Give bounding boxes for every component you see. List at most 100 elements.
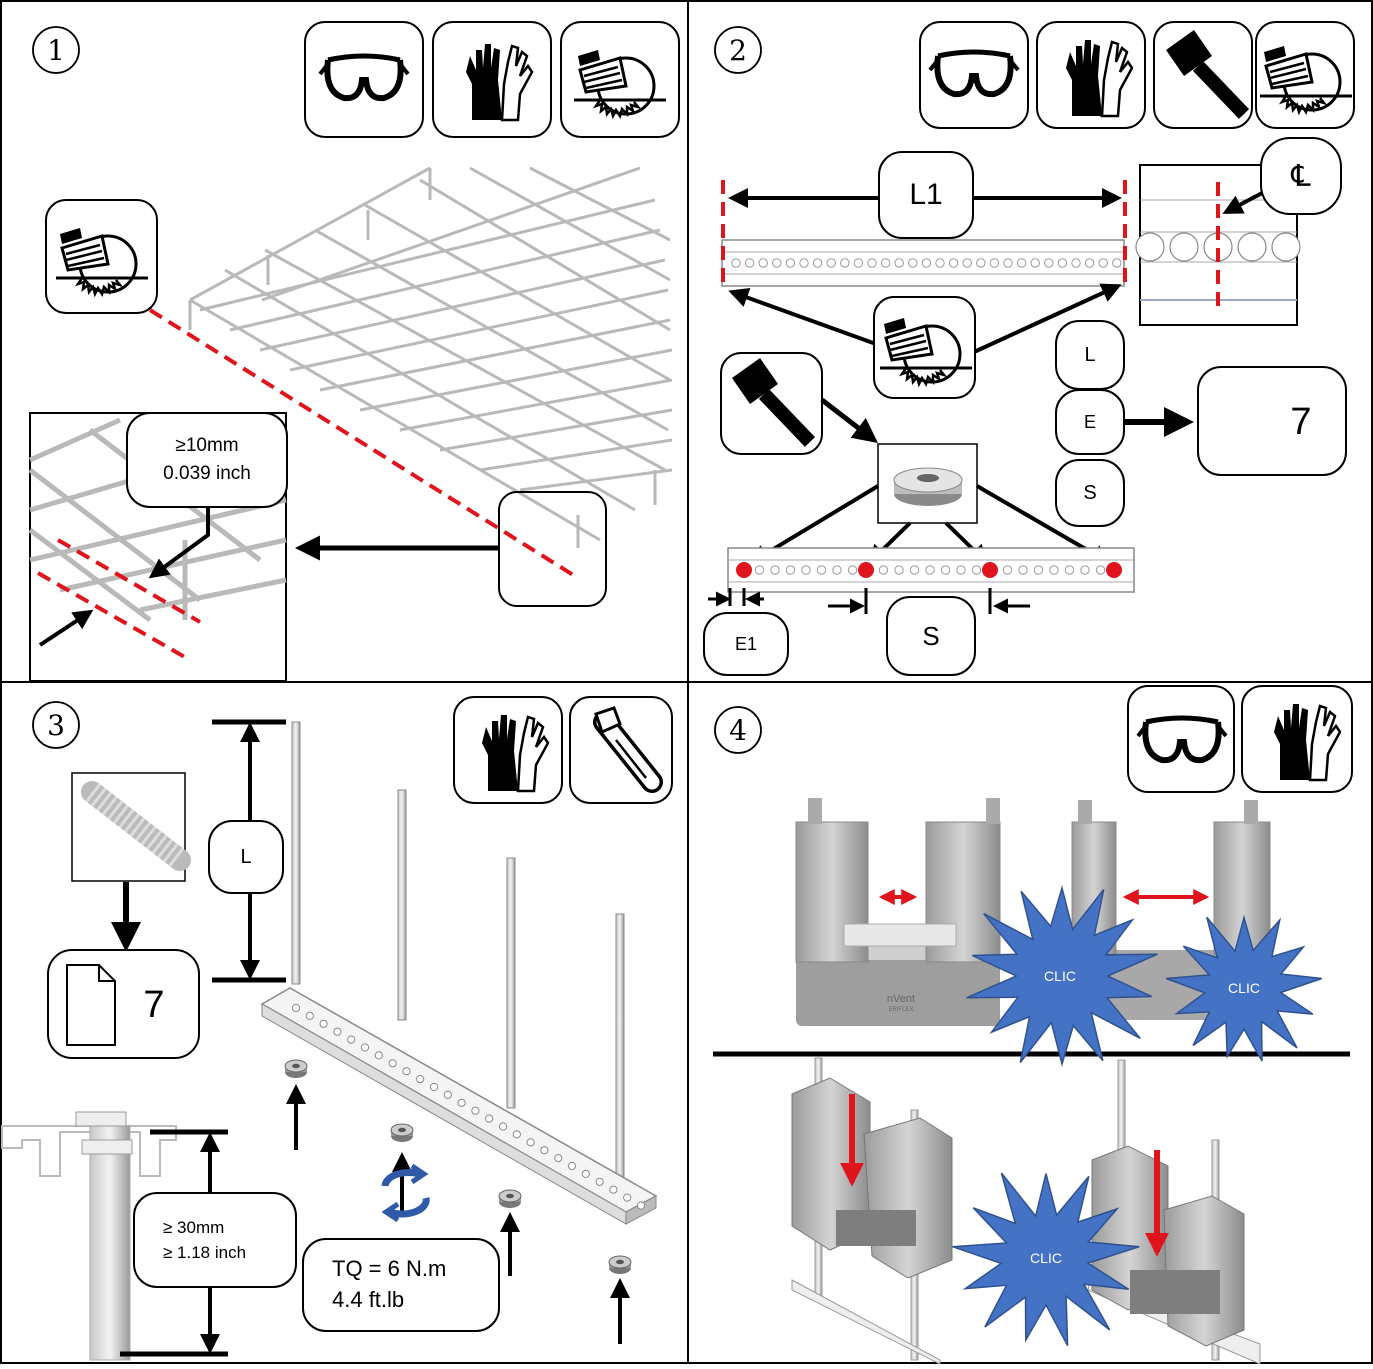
rail-hole xyxy=(291,1003,301,1013)
rail-hole xyxy=(360,1043,370,1052)
rail-hole xyxy=(948,258,959,268)
page-reference-number: 7 xyxy=(1290,400,1312,443)
brand-logo: nVent xyxy=(886,993,916,1005)
end-e1-label: E1 xyxy=(703,612,789,676)
rail-hole xyxy=(333,1027,342,1036)
threaded-rod-thumbnail xyxy=(71,772,191,882)
rail-hole xyxy=(989,258,1000,268)
rotate-icon xyxy=(381,1163,430,1223)
rail-hole xyxy=(305,1011,314,1021)
rail-hole xyxy=(1095,565,1106,575)
rail-hole xyxy=(770,565,780,575)
rail-hole xyxy=(962,258,972,268)
rail-hole xyxy=(832,565,842,575)
rail-hole xyxy=(785,258,796,268)
panel-2 xyxy=(708,21,1355,614)
hammer-callout xyxy=(720,353,823,455)
clic-label-1: CLIC xyxy=(1044,968,1076,984)
centerline-label: ℄ xyxy=(1260,137,1342,215)
rail-hole xyxy=(772,258,782,268)
rail-hole xyxy=(867,258,877,268)
step-3-circle xyxy=(32,701,80,749)
step-number-3: 3 xyxy=(47,708,65,742)
rail-hole xyxy=(1033,565,1044,575)
rail-hole xyxy=(374,1051,383,1060)
length-l-label: L xyxy=(208,820,284,894)
rail-hole xyxy=(1002,565,1013,575)
rail-bottom xyxy=(727,547,1135,593)
rail-hole xyxy=(512,1130,521,1139)
rail-hole xyxy=(826,258,836,268)
rail-hole xyxy=(758,258,768,268)
rail-hole xyxy=(847,565,858,575)
insulator-open xyxy=(795,798,1001,1026)
tool-icons-panel-3 xyxy=(453,696,673,804)
length-l1-label: L1 xyxy=(878,151,974,239)
rail-hole xyxy=(1080,565,1090,575)
rail-hole xyxy=(636,1201,646,1210)
rail-hole xyxy=(581,1169,590,1179)
wire-mesh-tray xyxy=(188,166,673,548)
rail-hole xyxy=(840,258,850,268)
rail-top xyxy=(721,239,1125,287)
clic-label-3: CLIC xyxy=(1030,1250,1062,1266)
rail-hole xyxy=(1098,258,1108,268)
threaded-rods xyxy=(291,721,625,1185)
rail-hole xyxy=(1049,565,1059,575)
rail-hole xyxy=(554,1154,563,1163)
step-1-circle xyxy=(32,26,80,74)
torque-label: TQ = 6 N.m 4.4 ft.lb xyxy=(302,1238,500,1332)
clic-burst-1 xyxy=(966,885,1158,1067)
rail-hole xyxy=(971,565,982,575)
rail-hole xyxy=(595,1177,604,1186)
insulator-assembly-right xyxy=(1087,1059,1261,1365)
step-number-4: 4 xyxy=(729,713,747,747)
rail-hole xyxy=(388,1059,397,1068)
rail-hole xyxy=(1044,258,1054,268)
min-cut-distance-label: ≥10mm 0.039 inch xyxy=(126,412,288,508)
rail-hole xyxy=(744,258,755,268)
rail-hole xyxy=(785,565,796,575)
rail-hole xyxy=(457,1098,466,1107)
length-l-label: L xyxy=(1055,320,1125,390)
rail-hole xyxy=(880,258,891,268)
rail-hole xyxy=(1030,258,1040,268)
brand-logo-sub: ERIFLEX xyxy=(888,1007,914,1013)
rail-hole xyxy=(801,565,811,575)
page-reference-number: 7 xyxy=(143,983,165,1026)
rivet-nut xyxy=(877,443,978,524)
rail-hole xyxy=(754,565,765,575)
rail-hole xyxy=(1064,565,1075,575)
end-e-label: E xyxy=(1055,389,1125,455)
rail-hole xyxy=(567,1161,577,1171)
rail-hole xyxy=(416,1075,425,1084)
rail-hole xyxy=(1112,258,1122,268)
rail-hole xyxy=(812,258,823,268)
rail-hole xyxy=(853,258,864,268)
spacing-s-label: S xyxy=(886,596,976,676)
rail-hole xyxy=(1084,258,1095,268)
rail-hole xyxy=(540,1146,549,1155)
rail-hole xyxy=(894,258,904,268)
rail-hole xyxy=(925,565,935,575)
rail-hole xyxy=(894,565,904,575)
rail-hole xyxy=(623,1193,632,1202)
rail-hole xyxy=(609,1185,618,1194)
rail-hole xyxy=(1071,258,1081,268)
insulator-assembly-left xyxy=(791,1057,953,1365)
saw-callout xyxy=(873,296,976,399)
rod-section-detail xyxy=(1,1111,177,1361)
rail-hole xyxy=(498,1122,508,1131)
rail-hole xyxy=(799,258,809,268)
rail-hole xyxy=(402,1067,411,1076)
rail-hole xyxy=(443,1090,452,1100)
rail-hole xyxy=(471,1106,480,1115)
rail-hole xyxy=(976,258,986,268)
document-icon xyxy=(66,964,116,1046)
page-reference-box xyxy=(1197,366,1347,476)
rail-hole xyxy=(935,258,945,268)
clic-label-2: CLIC xyxy=(1228,980,1260,996)
panel-1 xyxy=(28,21,680,682)
